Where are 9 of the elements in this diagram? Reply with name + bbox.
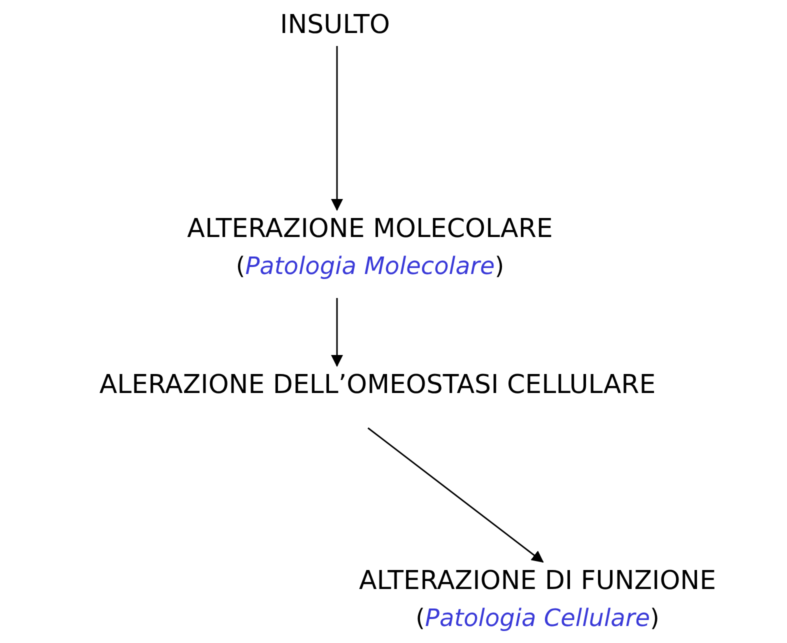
note-text: (Patologia Cellulare) [416,603,660,634]
step-label: INSULTO [280,9,390,42]
note-text: (Patologia Molecolare) [236,251,504,282]
step-label: ALTERAZIONE DI FUNZIONE [358,565,716,598]
arrow [331,46,343,211]
arrow [368,427,544,563]
step-label: ALERAZIONE DELL’OMEOSTASI CELLULARE [99,369,656,402]
arrow [331,298,343,367]
step-label: ALTERAZIONE MOLECOLARE [187,213,553,246]
